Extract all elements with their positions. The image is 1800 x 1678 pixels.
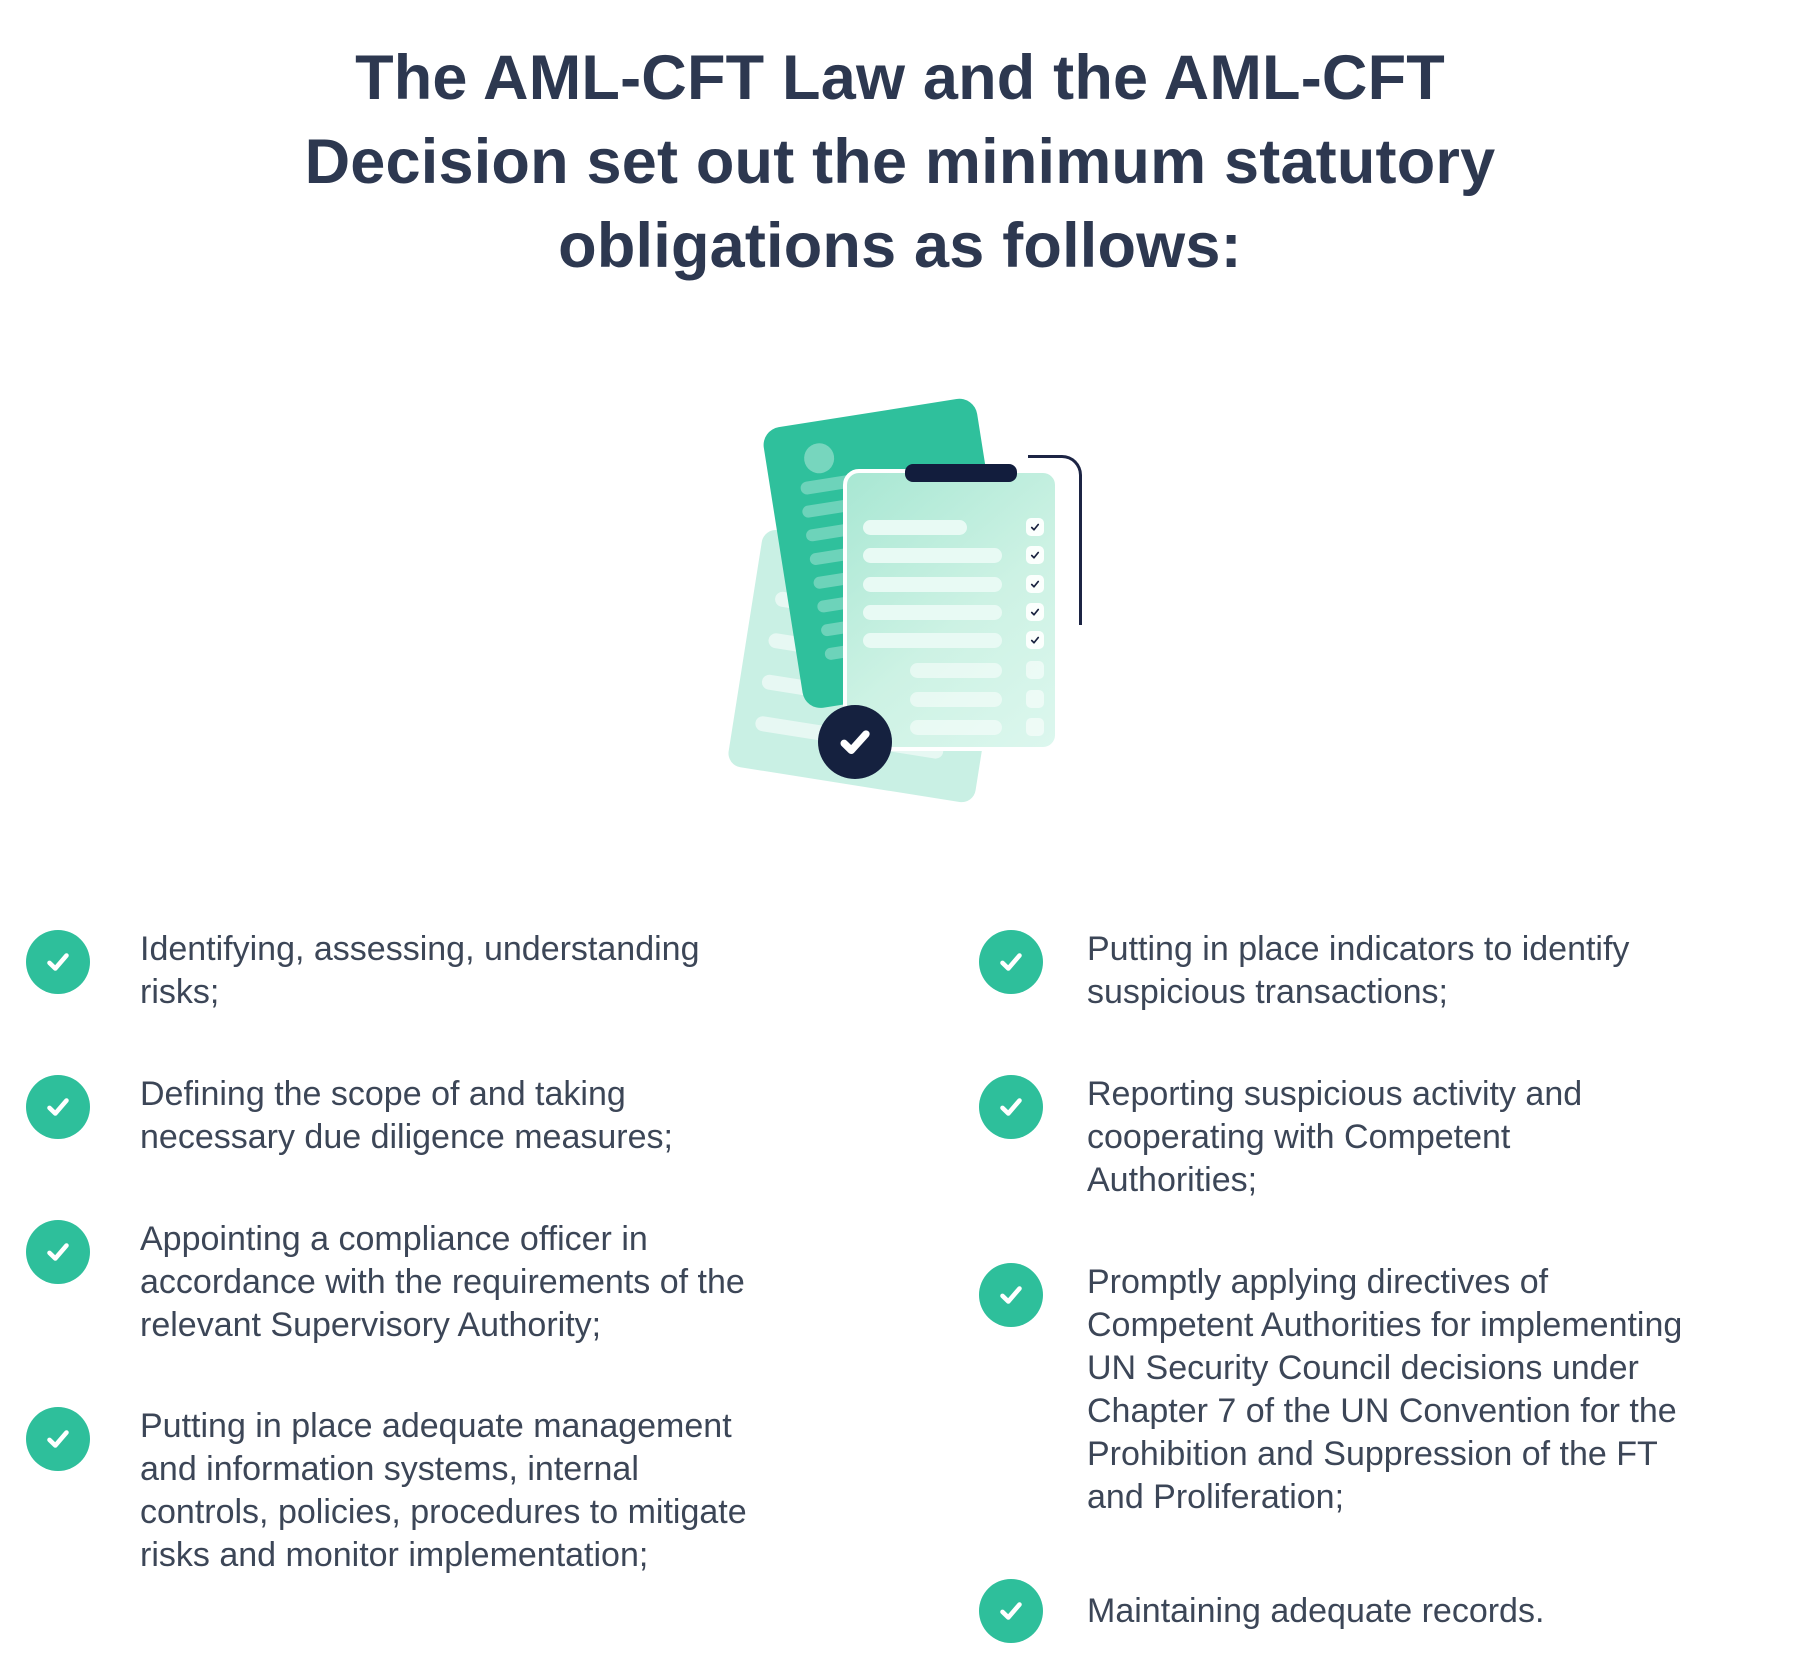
check-circle-icon — [26, 930, 90, 994]
clipboard-clip — [905, 464, 1017, 482]
checkbox-checked-icon — [1026, 518, 1044, 536]
checkbox-checked-icon — [1026, 631, 1044, 649]
list-item-text: Promptly applying directives of Competen… — [1087, 1263, 1683, 1516]
list-item-text: Putting in place indicators to identify … — [1087, 930, 1630, 1011]
checkbox-empty-icon — [1026, 718, 1044, 736]
checkbox-checked-icon — [1026, 546, 1044, 564]
check-circle-icon — [26, 1075, 90, 1139]
checkbox-empty-icon — [1026, 690, 1044, 708]
avatar-circle — [801, 441, 837, 476]
list-item-text: Maintaining adequate records. — [1087, 1592, 1545, 1630]
checklist-row-bar — [863, 577, 1002, 592]
check-circle-icon — [979, 1263, 1043, 1327]
list-item-text: Appointing a compliance officer in accor… — [140, 1220, 745, 1344]
list-item: Defining the scope of and taking necessa… — [26, 1073, 796, 1193]
checklist-row-bar — [863, 520, 967, 535]
list-item: Promptly applying directives of Competen… — [979, 1261, 1769, 1553]
checklist-row-bar — [910, 692, 1002, 707]
list-item-text: Reporting suspicious activity and cooper… — [1087, 1075, 1583, 1199]
check-circle-icon — [26, 1220, 90, 1284]
badge-check-icon — [818, 705, 892, 779]
checkbox-empty-icon — [1026, 661, 1044, 679]
checkbox-checked-icon — [1026, 575, 1044, 593]
list-item-text: Defining the scope of and taking necessa… — [140, 1075, 673, 1156]
checkbox-checked-icon — [1026, 603, 1044, 621]
checklist-row-bar — [910, 663, 1002, 678]
checklist-row-bar — [863, 605, 1002, 620]
list-item-text: Putting in place adequate management and… — [140, 1407, 747, 1574]
list-item: Putting in place adequate management and… — [26, 1405, 796, 1611]
list-item: Maintaining adequate records. — [979, 1579, 1769, 1667]
checklist-row-bar — [863, 548, 1002, 563]
list-item: Reporting suspicious activity and cooper… — [979, 1073, 1769, 1236]
check-circle-icon — [979, 1075, 1043, 1139]
page-outline-bracket — [1028, 455, 1082, 625]
check-circle-icon — [979, 1579, 1043, 1643]
list-item: Identifying, assessing, understanding ri… — [26, 928, 796, 1048]
page-title: The AML-CFT Law and the AML-CFT Decision… — [304, 43, 1496, 281]
list-item: Putting in place indicators to identify … — [979, 928, 1769, 1048]
list-item: Appointing a compliance officer in accor… — [26, 1218, 796, 1381]
list-item-text: Identifying, assessing, understanding ri… — [140, 930, 700, 1011]
checklist-row-bar — [910, 720, 1002, 735]
check-circle-icon — [979, 930, 1043, 994]
checklist-row-bar — [863, 633, 1002, 648]
check-circle-icon — [26, 1407, 90, 1471]
